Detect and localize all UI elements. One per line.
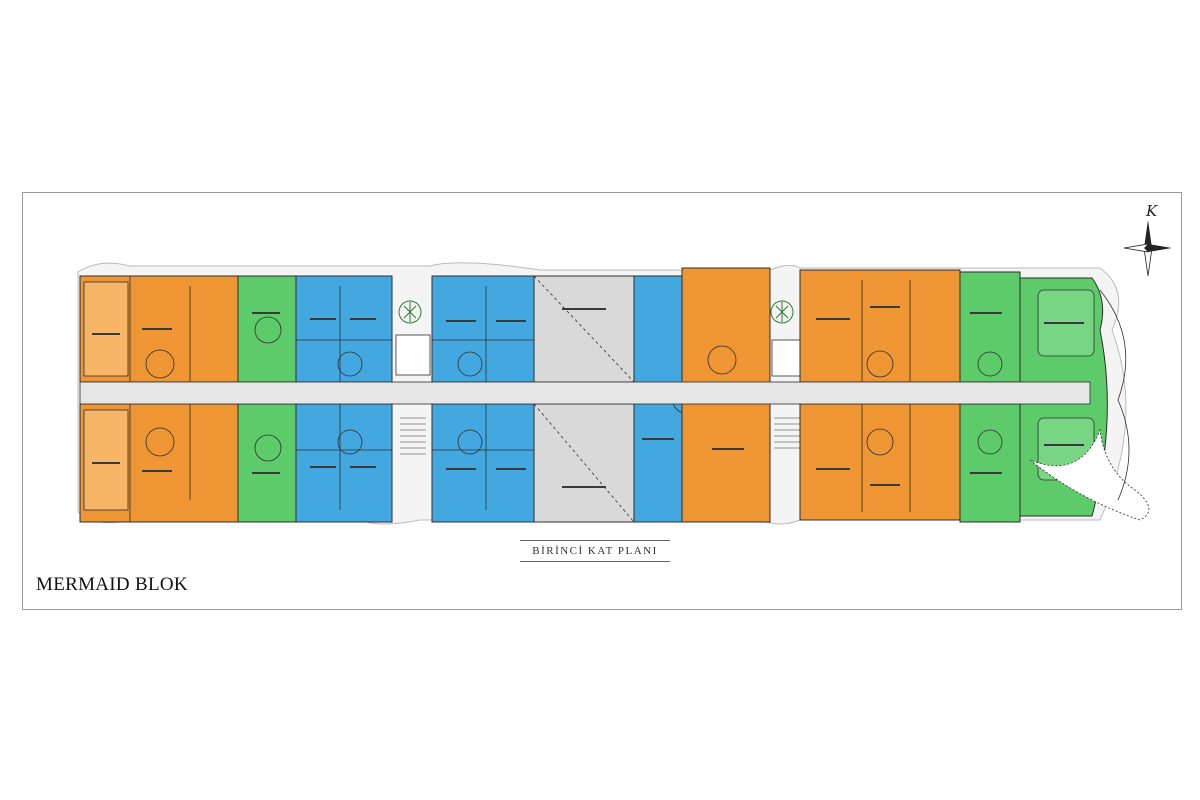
spiral-stair [254, 316, 282, 344]
block-name: MERMAID BLOK [36, 574, 188, 595]
unit-blue-1 [295, 275, 393, 383]
partitions [129, 275, 911, 523]
spiral-stair [866, 350, 894, 378]
unit-orange-5 [799, 403, 961, 521]
spiral-stair [337, 429, 363, 455]
spiral-stair [254, 434, 282, 462]
spiral-stair [145, 427, 175, 457]
north-label: K [1146, 202, 1158, 220]
unit-green-2 [237, 403, 297, 523]
spiral-stair [707, 345, 737, 375]
stair-core [771, 339, 805, 377]
unit-orange-4 [799, 269, 961, 383]
spiral-stair [457, 429, 483, 455]
spiral-stair [977, 429, 1003, 455]
spiral-stair [337, 351, 363, 377]
stair-core [395, 334, 431, 376]
tree-icon [398, 300, 422, 324]
storage-area-2 [533, 403, 635, 523]
room-label-marks [92, 306, 1084, 488]
terrace-1 [83, 281, 129, 377]
unit-green-1 [237, 275, 297, 383]
tree-icon [770, 300, 794, 324]
spiral-stair [145, 349, 175, 379]
stair-treads [400, 417, 426, 455]
plan-title-frame: BİRİNCİ KAT PLANI [520, 540, 670, 562]
north-arrow-icon [1123, 220, 1172, 277]
unit-blue-3 [431, 275, 535, 383]
unit-blue-2 [295, 403, 393, 523]
unit-blue-4 [431, 403, 535, 523]
stair-treads [774, 417, 800, 449]
terrace-2 [83, 409, 129, 511]
unit-green-3 [959, 271, 1021, 383]
unit-green-4 [959, 403, 1021, 523]
corridor [79, 381, 1091, 405]
spiral-stair [977, 351, 1003, 377]
plan-title: BİRİNCİ KAT PLANI [532, 545, 658, 557]
spiral-stair [866, 428, 894, 456]
landscape-curve [1099, 289, 1130, 501]
spiral-stair [457, 351, 483, 377]
